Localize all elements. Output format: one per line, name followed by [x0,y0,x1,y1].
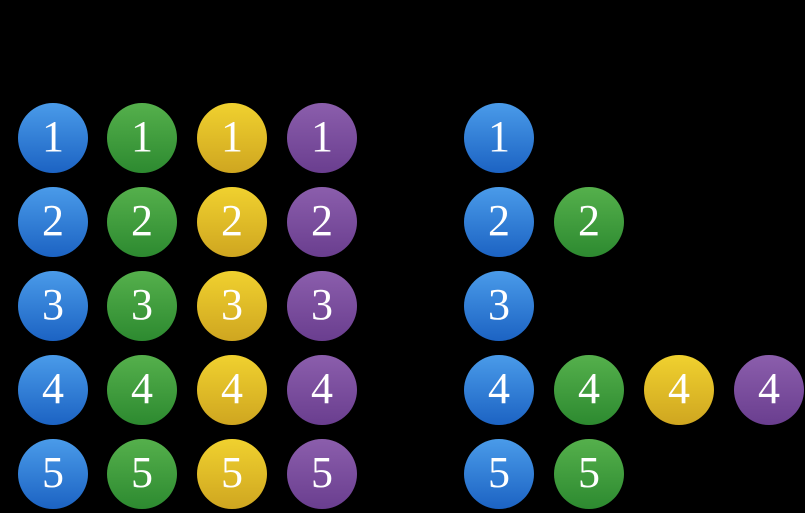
disc-green-row4: 4 [554,355,624,425]
disc-purple-row5: 5 [287,439,357,509]
disc-yellow-row2: 2 [197,187,267,257]
disc-blue-row2: 2 [464,187,534,257]
disc-blue-row1: 1 [18,103,88,173]
disc-blue-row3: 3 [18,271,88,341]
disc-green-row2: 2 [554,187,624,257]
disc-blue-row5: 5 [18,439,88,509]
disc-green-row2: 2 [107,187,177,257]
disc-green-row4: 4 [107,355,177,425]
disc-blue-row5: 5 [464,439,534,509]
disc-yellow-row3: 3 [197,271,267,341]
disc-green-row1: 1 [107,103,177,173]
disc-purple-row2: 2 [287,187,357,257]
disc-blue-row4: 4 [18,355,88,425]
disc-yellow-row4: 4 [644,355,714,425]
disc-yellow-row1: 1 [197,103,267,173]
disc-yellow-row5: 5 [197,439,267,509]
disc-blue-row3: 3 [464,271,534,341]
disc-green-row3: 3 [107,271,177,341]
disc-blue-row2: 2 [18,187,88,257]
disc-green-row5: 5 [107,439,177,509]
disc-purple-row4: 4 [287,355,357,425]
disc-purple-row3: 3 [287,271,357,341]
disc-yellow-row4: 4 [197,355,267,425]
disc-green-row5: 5 [554,439,624,509]
disc-purple-row1: 1 [287,103,357,173]
disc-purple-row4: 4 [734,355,804,425]
disc-blue-row1: 1 [464,103,534,173]
disc-blue-row4: 4 [464,355,534,425]
